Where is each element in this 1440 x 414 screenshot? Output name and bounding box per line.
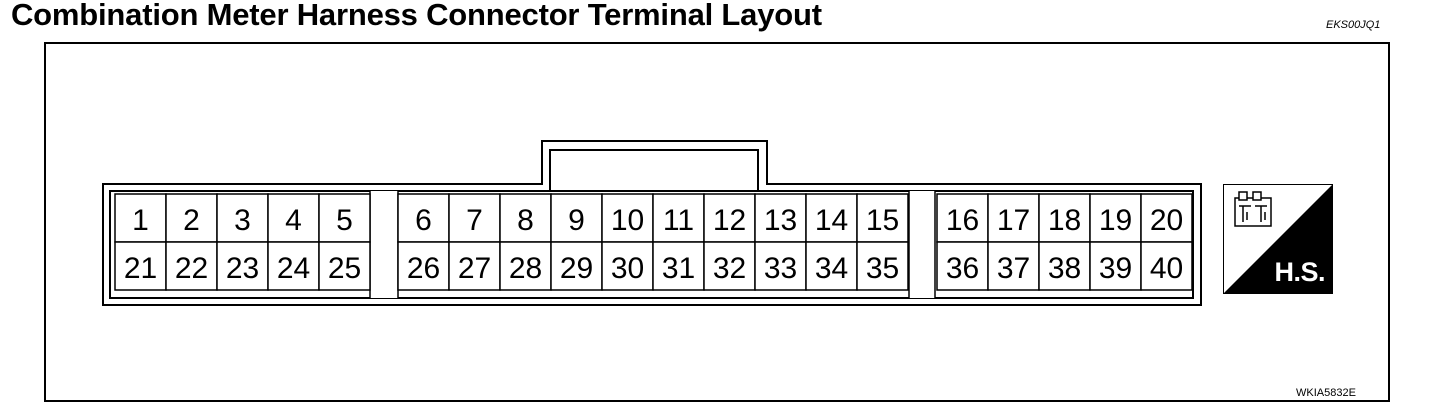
terminal-number: 39 [1099, 252, 1132, 285]
terminal-number: 5 [336, 204, 353, 237]
terminal-number: 16 [946, 204, 979, 237]
gap-spacer-right [909, 191, 935, 298]
terminal-number: 2 [183, 204, 200, 237]
terminal-number: 14 [815, 204, 848, 237]
terminal-number: 30 [611, 252, 644, 285]
terminal-number: 40 [1150, 252, 1183, 285]
terminal-number: 3 [234, 204, 251, 237]
terminal-number: 34 [815, 252, 848, 285]
terminal-cell [1089, 193, 1142, 243]
terminal-cell [601, 241, 654, 291]
terminal-number: 13 [764, 204, 797, 237]
terminal-cell [936, 241, 989, 291]
terminal-cell [550, 241, 603, 291]
terminal-number: 19 [1099, 204, 1132, 237]
terminal-number: 23 [226, 252, 259, 285]
terminal-number: 38 [1048, 252, 1081, 285]
terminal-cell [805, 241, 858, 291]
terminal-number: 15 [866, 204, 899, 237]
terminal-cell [397, 241, 450, 291]
terminal-cell [987, 241, 1040, 291]
reference-code: EKS00JQ1 [1326, 19, 1381, 31]
terminal-cell [856, 193, 909, 243]
terminal-cell [114, 241, 167, 291]
terminal-number: 1 [132, 204, 149, 237]
terminal-number: 10 [611, 204, 644, 237]
gap-spacer-left [370, 191, 398, 298]
badge-graphic [1223, 184, 1333, 294]
terminal-number: 33 [764, 252, 797, 285]
terminal-number: 26 [407, 252, 440, 285]
terminal-number: 35 [866, 252, 899, 285]
terminal-cell [805, 193, 858, 243]
harness-side-badge: H.S. [1223, 184, 1333, 294]
terminal-number: 29 [560, 252, 593, 285]
terminal-cell [1089, 241, 1142, 291]
terminal-number: 6 [415, 204, 432, 237]
terminal-cell [1140, 241, 1193, 291]
terminal-number: 32 [713, 252, 746, 285]
terminal-number: 11 [663, 204, 694, 237]
terminal-cell [499, 241, 552, 291]
page-title: Combination Meter Harness Connector Term… [11, 0, 822, 32]
terminal-number: 8 [517, 204, 534, 237]
terminal-cell [754, 241, 807, 291]
terminal-number: 27 [458, 252, 491, 285]
terminal-cell [499, 193, 552, 243]
terminal-number: 7 [466, 204, 483, 237]
terminal-number: 36 [946, 252, 979, 285]
terminal-cell [936, 193, 989, 243]
terminal-cell [318, 241, 371, 291]
terminal-number: 28 [509, 252, 542, 285]
connector-housing [102, 140, 1202, 306]
terminal-cell [267, 241, 320, 291]
terminal-number: 37 [997, 252, 1030, 285]
terminal-cell [165, 241, 218, 291]
figure-code: WKIA5832E [1296, 387, 1356, 399]
terminal-cell [652, 193, 705, 243]
terminal-cell [703, 241, 756, 291]
harness-side-label: H.S. [1274, 257, 1325, 287]
terminal-number: 24 [277, 252, 310, 285]
terminal-number: 4 [285, 204, 302, 237]
terminal-number: 9 [568, 204, 585, 237]
terminal-cell [216, 241, 269, 291]
terminal-number: 31 [662, 252, 695, 285]
terminal-number: 18 [1048, 204, 1081, 237]
terminal-number: 22 [175, 252, 208, 285]
terminal-cell [703, 193, 756, 243]
terminal-cell [318, 193, 371, 243]
terminal-number: 25 [328, 252, 361, 285]
terminal-number: 21 [124, 252, 157, 285]
terminal-number: 20 [1150, 204, 1183, 237]
terminal-cell [216, 193, 269, 243]
terminal-cell [856, 241, 909, 291]
connector-icon [1234, 191, 1272, 227]
terminal-number: 17 [997, 204, 1030, 237]
terminal-number: 12 [713, 204, 746, 237]
diagram-frame [44, 42, 1390, 402]
